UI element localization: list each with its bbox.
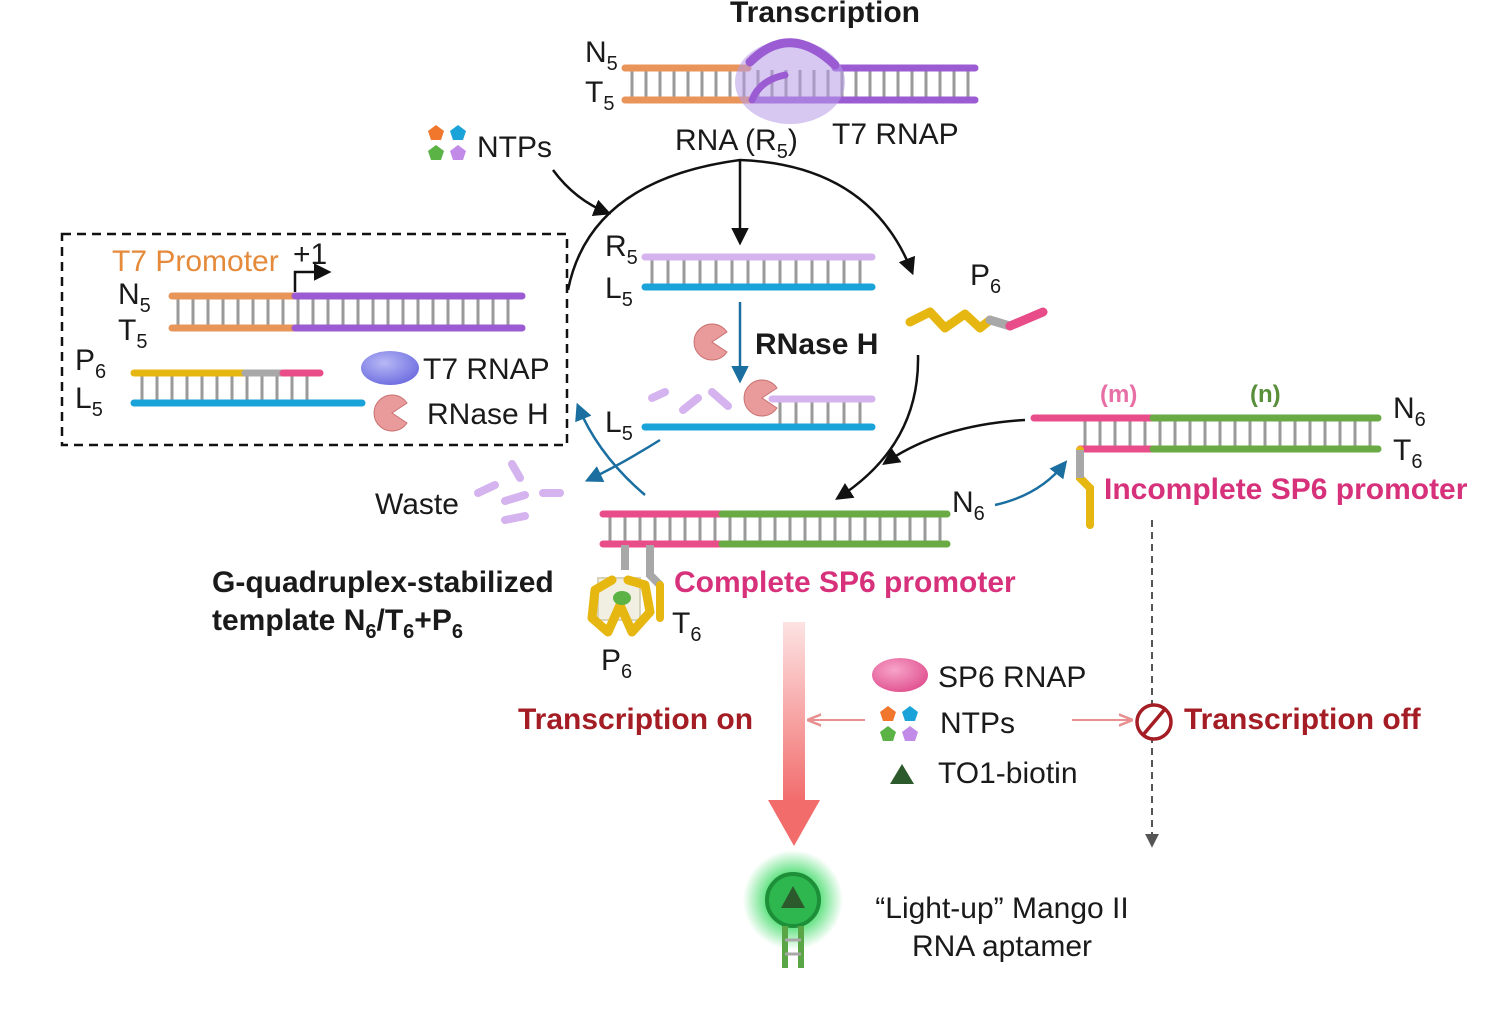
ntps-arrow — [551, 169, 612, 217]
p6-label: P6 — [970, 259, 1001, 298]
transcription-off-label: Transcription off — [1184, 703, 1422, 736]
legend-n5-label: N5 — [118, 278, 151, 317]
right-t6-label: T6 — [1393, 434, 1422, 473]
no-entry-icon — [1135, 703, 1173, 741]
t7-rnap-bubble-icon — [735, 40, 845, 124]
legend-l5-label: L5 — [75, 382, 103, 421]
ntp-pentagons-icon — [428, 125, 466, 160]
t7-rnap-ellipse-icon — [361, 351, 419, 385]
rna-exit-strand — [748, 71, 789, 104]
top-t5-label: T5 — [585, 76, 614, 115]
recycle-arrow — [575, 402, 646, 496]
tss-arrow — [293, 263, 332, 292]
bottom-ntps-label: NTPs — [940, 707, 1015, 740]
svg-text:N5: N5 — [585, 36, 618, 75]
r5-label: R5 — [605, 230, 638, 269]
n-label: (n) — [1250, 381, 1281, 408]
legend-rnase-h-label: RNase H — [427, 398, 549, 431]
l5-label: L5 — [605, 272, 633, 311]
sp6-rnap-ellipse-icon — [872, 658, 928, 692]
l5-digest-label: L5 — [605, 406, 633, 445]
svg-text:T5: T5 — [585, 76, 614, 115]
rna-r5-label: RNA (R5) — [675, 124, 798, 163]
waste-arrow — [584, 438, 661, 482]
center-n6-label: N6 — [952, 486, 985, 525]
p6-to-complex-arrow — [835, 354, 920, 500]
legend-t7-rnap-label: T7 RNAP — [423, 353, 550, 386]
rnase-h-pacman-icon — [693, 323, 728, 361]
legend-t5-label: T5 — [118, 314, 147, 353]
sp6-rnap-label: SP6 RNAP — [938, 661, 1086, 694]
g-quadruplex — [587, 545, 664, 637]
p6-free-strand — [905, 307, 1048, 333]
transcription-on-label: Transcription on — [518, 703, 753, 736]
l5-digest-duplex — [641, 395, 876, 431]
rnase-h-pacman-icon — [743, 379, 778, 417]
complete-sp6-label: Complete SP6 promoter — [674, 566, 1016, 599]
t7-promoter-label: T7 Promoter — [112, 245, 279, 278]
to1-biotin-label: TO1-biotin — [938, 757, 1078, 790]
center-p6-label: P6 — [601, 644, 632, 683]
legend-p6-l5-duplex — [130, 369, 366, 407]
rna-fragments — [648, 388, 732, 414]
incomplete-sp6-label: Incomplete SP6 promoter — [1104, 473, 1468, 506]
top-n5-label: N5 — [585, 36, 618, 75]
ntps-label: NTPs — [477, 131, 552, 164]
complete-promoter-duplex — [599, 510, 951, 548]
aptamer-line1: “Light-up” Mango II — [875, 892, 1128, 925]
transcription-title: Transcription — [730, 0, 920, 29]
right-n6-label: N6 — [1393, 392, 1426, 431]
m-label: (m) — [1100, 381, 1137, 408]
reverse-blue-arrow — [994, 460, 1068, 507]
transcription-on-big-arrow — [783, 622, 805, 802]
n6t6-to-complex-arrow — [882, 418, 1026, 465]
legend-box — [60, 232, 569, 447]
gq-line1: G-quadruplex-stabilized — [212, 566, 554, 599]
gq-line2: template N6/T6+P6 — [212, 604, 463, 643]
r5-l5-duplex — [641, 253, 876, 291]
aptamer-line2: RNA aptamer — [912, 930, 1092, 963]
legend-p6-label: P6 — [75, 344, 106, 383]
mango-aptamer-icon — [743, 850, 843, 968]
legend-n5-t5-duplex — [168, 292, 526, 332]
big-arrow-head — [768, 800, 820, 846]
ntp-pentagons-icon — [880, 706, 918, 741]
nascent-rna-strand — [745, 38, 840, 70]
incomplete-promoter-duplex — [1030, 414, 1382, 453]
plus-one-label: +1 — [293, 238, 327, 271]
to1-biotin-triangle-icon — [890, 764, 914, 784]
waste-label: Waste — [375, 488, 459, 521]
rnase-h-label: RNase H — [755, 328, 878, 361]
waste-fragments — [474, 460, 564, 524]
rnase-h-pacman-icon — [373, 394, 408, 432]
center-t6-label: T6 — [672, 607, 701, 646]
top-t7-rnap-label: T7 RNAP — [832, 118, 959, 151]
